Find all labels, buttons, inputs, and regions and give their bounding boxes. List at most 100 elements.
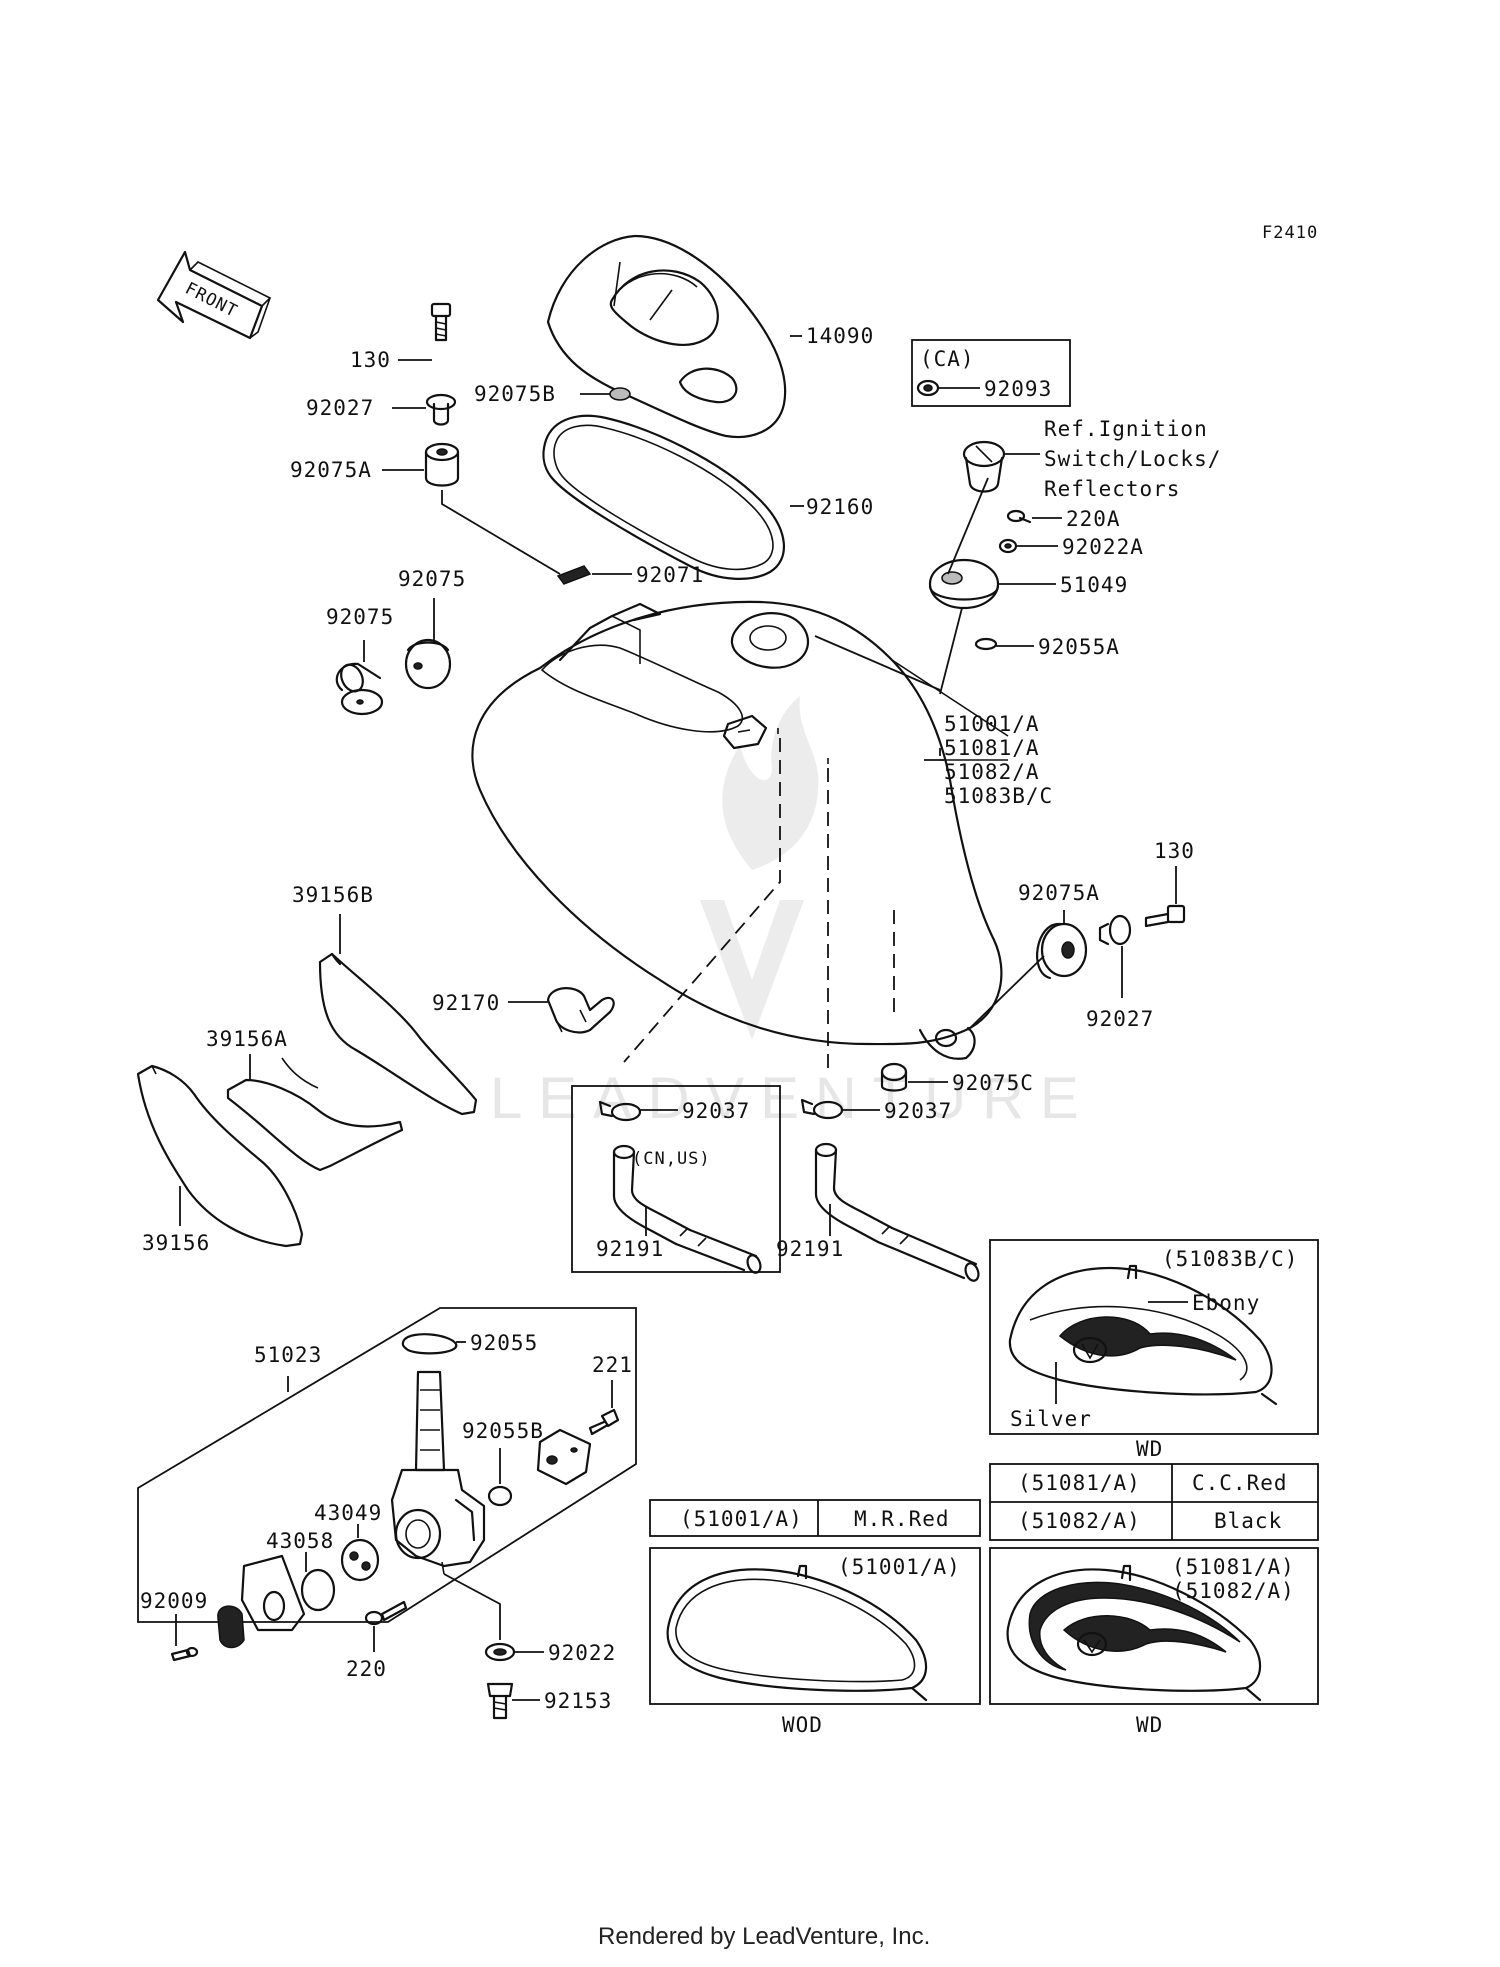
variant-51083-bottom-label: Silver <box>1010 1407 1092 1431</box>
variant-box-51083 <box>989 1239 1319 1435</box>
variant-51001-caption: WOD <box>782 1713 823 1737</box>
oring-92055b <box>487 1485 513 1507</box>
callout-39156b: 39156B <box>292 883 374 907</box>
fuel-tank <box>471 600 1009 1060</box>
t51081-code: (51081/A) <box>1018 1471 1141 1495</box>
clip-92037-left <box>598 1100 642 1122</box>
collar-92027-top <box>425 393 457 426</box>
damper-92075-left <box>335 662 384 716</box>
screw-220 <box>364 1600 408 1626</box>
tank-variant-51083-drawing <box>1008 1264 1278 1406</box>
callout-cn-us: (CN,US) <box>632 1149 711 1169</box>
washer-92022a <box>998 538 1018 554</box>
washer-92022 <box>484 1642 516 1662</box>
tank-variant-51001-drawing <box>666 1564 928 1702</box>
callout-92022: 92022 <box>548 1641 616 1665</box>
fuel-cock-body <box>390 1370 486 1575</box>
cap-51049 <box>928 558 1000 610</box>
watermark-text: LEADVENTURE <box>490 1066 1095 1131</box>
color-table-51001: (51001/A) M.R.Red <box>649 1499 981 1537</box>
variant-51081-caption: WD <box>1136 1713 1163 1737</box>
front-label: FRONT <box>182 279 241 322</box>
callout-43058: 43058 <box>266 1529 334 1553</box>
callout-92055b: 92055B <box>462 1419 544 1443</box>
clamp-92170 <box>546 987 615 1034</box>
t51082-color: Black <box>1214 1509 1282 1533</box>
callout-tank-51081: 51081/A <box>944 736 1040 760</box>
variant-51001-code: (51001/A) <box>838 1555 961 1579</box>
callout-14090: 14090 <box>806 324 874 348</box>
screw-221 <box>588 1408 620 1436</box>
fuel-cock-box <box>137 1307 637 1623</box>
bolt-130-right <box>1144 904 1186 928</box>
callout-tank-51001: 51001/A <box>944 712 1040 736</box>
figure-code: F2410 <box>1262 223 1318 243</box>
variant-51081-code-2: (51082/A) <box>1172 1579 1295 1603</box>
cn-us-box <box>571 1085 781 1273</box>
callout-130-right: 130 <box>1154 839 1195 863</box>
t51081-color: C.C.Red <box>1192 1471 1288 1495</box>
variant-51083-caption: WD <box>1136 1437 1163 1461</box>
callout-92093: 92093 <box>984 377 1052 401</box>
hose-92191-left <box>612 1144 762 1274</box>
seal-92160 <box>542 414 785 580</box>
callout-92160: 92160 <box>806 495 874 519</box>
t51001-code: (51001/A) <box>680 1507 803 1531</box>
callout-92075a-top: 92075A <box>290 458 372 482</box>
damper-92075a-top <box>424 442 460 487</box>
screw-220a <box>1006 509 1032 524</box>
callout-tank-51083: 51083B/C <box>944 784 1053 808</box>
callout-221: 221 <box>592 1353 633 1377</box>
pad-39156b <box>318 952 478 1116</box>
callout-92027-right: 92027 <box>1086 1007 1154 1031</box>
callout-51049: 51049 <box>1060 573 1128 597</box>
oring-92055a <box>974 637 998 651</box>
callout-130-top: 130 <box>350 348 391 372</box>
color-table-51081-51082: (51081/A) C.C.Red (51082/A) Black <box>989 1463 1319 1541</box>
bolt-130-top <box>430 302 452 342</box>
callout-92055: 92055 <box>470 1331 538 1355</box>
callout-92037-left: 92037 <box>682 1099 750 1123</box>
front-arrow-icon: FRONT <box>156 250 272 340</box>
variant-51081-code-1: (51081/A) <box>1172 1555 1295 1579</box>
cover-plate <box>536 1428 592 1486</box>
callout-92009: 92009 <box>140 1589 208 1613</box>
callout-92075a-right: 92075A <box>1018 881 1100 905</box>
callout-tank-51082: 51082/A <box>944 760 1040 784</box>
bolt-92153 <box>486 1682 514 1720</box>
callout-220: 220 <box>346 1657 387 1681</box>
callout-92037-right: 92037 <box>884 1099 952 1123</box>
variant-box-51081 <box>989 1547 1319 1705</box>
pad-39156a <box>226 1057 404 1172</box>
clip-92071 <box>556 565 592 585</box>
callout-51023: 51023 <box>254 1343 322 1367</box>
callout-92191-left: 92191 <box>596 1237 664 1261</box>
footer-credit: Rendered by LeadVenture, Inc. <box>598 1923 930 1950</box>
callout-92075-a: 92075 <box>326 605 394 629</box>
callout-92075-b: 92075 <box>398 567 466 591</box>
callout-92075c: 92075C <box>952 1071 1034 1095</box>
callout-39156a: 39156A <box>206 1027 288 1051</box>
callout-39156: 39156 <box>142 1231 210 1255</box>
oring-92055 <box>401 1333 458 1355</box>
ref-line-3: Reflectors <box>1044 477 1180 501</box>
screw-92009 <box>170 1646 199 1662</box>
nut-92093 <box>916 379 940 397</box>
watermark: LEADVENTURE <box>490 696 1095 1131</box>
pad-39156 <box>136 1064 304 1248</box>
t51001-color: M.R.Red <box>854 1507 950 1531</box>
dash-cover-14090 <box>546 234 787 438</box>
watermark-logo <box>700 696 819 1040</box>
callout-92071: 92071 <box>636 563 704 587</box>
hose-92191-right <box>814 1142 980 1282</box>
variant-51083-top-label: Ebony <box>1192 1291 1260 1315</box>
callout-92055a: 92055A <box>1038 635 1120 659</box>
lock-cylinder <box>962 440 1006 493</box>
callout-43049: 43049 <box>314 1501 382 1525</box>
lever-plate <box>240 1554 306 1632</box>
callout-ca: (CA) <box>920 347 975 371</box>
ca-box <box>911 339 1071 407</box>
collar-92027-right <box>1098 914 1132 946</box>
gasket-43049 <box>340 1538 380 1582</box>
